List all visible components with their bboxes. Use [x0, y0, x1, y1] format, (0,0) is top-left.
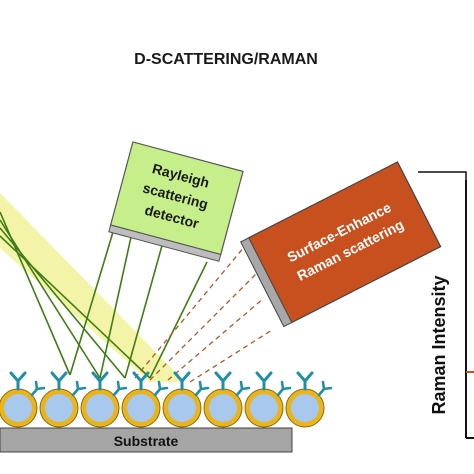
incident-ray [0, 235, 151, 379]
scattered-ray [124, 241, 164, 379]
nanoparticle-core [4, 394, 32, 422]
signal-connector [418, 171, 467, 180]
raman-ray [149, 271, 259, 381]
incident-rays [0, 211, 151, 379]
antibody-icon [30, 380, 46, 397]
nanoparticle [80, 371, 128, 428]
antibody-icon [153, 380, 169, 397]
raman-ray [134, 239, 251, 379]
nanoparticle [203, 371, 251, 428]
scattered-ray [69, 221, 117, 376]
antibody-icon [173, 371, 191, 391]
raman-ray [167, 297, 265, 381]
nanoparticle-core [45, 394, 73, 422]
nanoparticle-core [209, 394, 237, 422]
nanoparticle [162, 371, 210, 428]
nanoparticle-row [0, 371, 333, 428]
antibody-icon [255, 371, 273, 391]
nanoparticle [39, 371, 87, 428]
raman-ray [189, 329, 273, 383]
raman-scattered-rays [134, 239, 273, 383]
incident-light-beam [0, 193, 185, 382]
sers-detector-lens [240, 237, 293, 328]
substrate-label: Substrate [114, 433, 179, 449]
scattered-ray [99, 227, 134, 379]
antibody-icon [112, 380, 128, 397]
nanoparticle [0, 371, 46, 428]
antibody-icon [214, 371, 232, 391]
nanoparticle [244, 371, 292, 428]
rayleigh-detector: Rayleigh scattering detector [108, 141, 244, 262]
nanoparticle-core [168, 394, 196, 422]
incident-ray [0, 227, 126, 379]
nanoparticle [121, 371, 169, 428]
diagram-title: D-SCATTERING/RAMAN [134, 51, 318, 68]
scattered-ray [149, 261, 208, 379]
nanoparticle [285, 371, 333, 428]
rayleigh-scattered-rays [69, 221, 208, 379]
nanoparticle-core [291, 394, 319, 422]
antibody-icon [50, 371, 68, 391]
incident-ray [0, 219, 101, 379]
sers-detector: Surface-Enhance Raman scattering [240, 161, 442, 328]
antibody-icon [71, 380, 87, 397]
nanoparticle-core [127, 394, 155, 422]
nanoparticle-core [250, 394, 278, 422]
antibody-icon [194, 380, 210, 397]
antibody-icon [276, 380, 292, 397]
antibody-icon [296, 371, 314, 391]
antibody-icon [9, 371, 27, 391]
raman-intensity-axis-label: Raman Intensity [429, 275, 449, 414]
antibody-icon [317, 380, 333, 397]
antibody-icon [132, 371, 150, 391]
antibody-icon [91, 371, 109, 391]
antibody-icon [235, 380, 251, 397]
rayleigh-detector-lens [108, 224, 222, 262]
substrate [0, 427, 293, 453]
nanoparticle-core [86, 394, 114, 422]
